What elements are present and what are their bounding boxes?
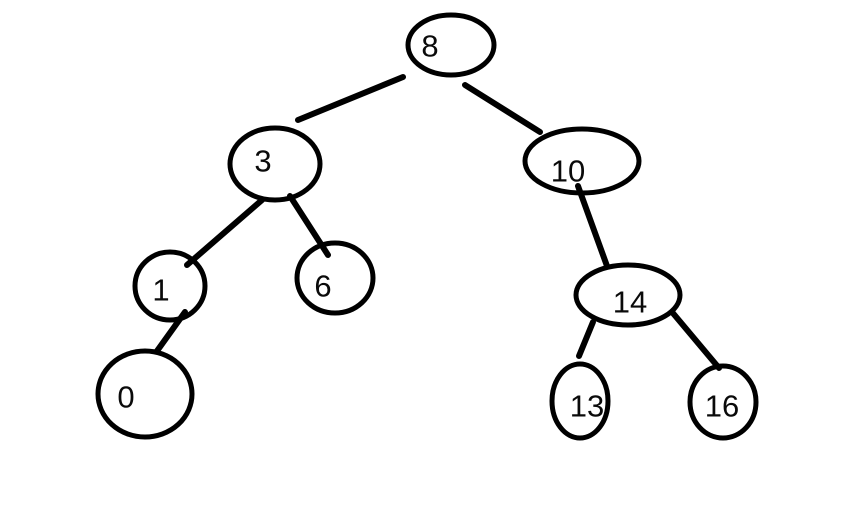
tree-node-6-label: 6	[314, 269, 331, 304]
tree-edge-8-10	[462, 82, 543, 135]
tree-node-6-ellipse	[294, 240, 376, 316]
tree-node-14-label: 14	[613, 285, 647, 320]
tree-node-8-ellipse	[405, 12, 497, 78]
tree-node-16-ellipse	[687, 363, 759, 441]
tree-edge-3-6	[287, 193, 331, 258]
tree-node-0-ellipse	[95, 348, 195, 440]
tree-node-13-label: 13	[570, 389, 604, 424]
tree-node-1-label: 1	[152, 273, 169, 308]
tree-edge-14-16	[669, 309, 722, 371]
tree-node-10-label: 10	[551, 154, 585, 189]
tree-node-14-ellipse	[573, 262, 683, 328]
tree-edge-8-3	[295, 74, 406, 123]
tree-node-3-label: 3	[254, 144, 271, 179]
tree-edge-10-14	[575, 183, 610, 269]
tree-edge-1-0	[154, 309, 188, 354]
tree-node-1-ellipse	[132, 249, 208, 323]
tree-node-13-ellipse	[549, 361, 611, 441]
tree-edge-3-1	[184, 197, 265, 268]
tree-edge-14-13	[576, 319, 596, 359]
tree-node-0-label: 0	[117, 380, 134, 415]
tree-node-8-label: 8	[421, 29, 438, 64]
tree-node-3-ellipse	[227, 125, 323, 203]
tree-node-16-label: 16	[705, 389, 739, 424]
